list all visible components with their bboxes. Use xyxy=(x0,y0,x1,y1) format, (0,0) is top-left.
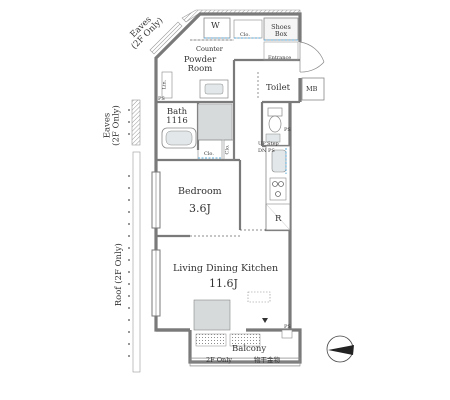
label-ldk: Living Dining Kitchen xyxy=(173,263,279,274)
mb-box xyxy=(301,77,325,101)
label-ps-bottom: PS xyxy=(284,324,291,330)
label-mb: MB xyxy=(306,85,318,93)
label-refrigerator: R xyxy=(275,214,282,224)
label-powder-room: Powder Room xyxy=(183,55,217,74)
label-clo-top: Clo. xyxy=(240,32,250,38)
label-ldk-size: 11.6J xyxy=(209,277,238,290)
label-bath: Bath 1116 xyxy=(166,107,188,126)
bedroom-closets xyxy=(197,139,235,161)
label-entrance: Entrance xyxy=(268,55,292,61)
label-storage: 物干金物 xyxy=(254,356,280,364)
label-bedroom-size: 3.6J xyxy=(189,202,211,215)
washer xyxy=(203,17,231,39)
powder-counter xyxy=(161,39,234,99)
entrance-door xyxy=(299,41,325,73)
toilet-fixture xyxy=(265,107,283,143)
label-dn-ps: DN PS xyxy=(258,148,275,154)
label-clo-bed: Clo. xyxy=(204,151,214,157)
label-bedroom: Bedroom xyxy=(178,186,222,197)
bathtub xyxy=(161,127,197,149)
label-toilet: Toilet xyxy=(266,83,291,93)
label-ps-right: PS xyxy=(284,127,291,133)
label-balcony: Balcony xyxy=(232,344,267,354)
label-ps-left: PS xyxy=(158,96,165,102)
label-2f-only: 2F Only xyxy=(206,356,232,364)
entrance-area xyxy=(233,17,299,61)
label-roof-left: Roof (2F Only) xyxy=(113,243,124,307)
label-shoes-box: Shoes Box xyxy=(271,23,291,38)
label-washer: W xyxy=(211,21,220,31)
balcony-railing xyxy=(189,357,301,367)
bath-floor xyxy=(197,103,233,141)
outer-walls xyxy=(154,12,302,364)
label-up-step: UP Step xyxy=(258,141,279,147)
roof-left-strip xyxy=(128,99,141,373)
kitchen-counter xyxy=(265,145,291,231)
balcony-ps xyxy=(281,329,293,339)
balcony-door xyxy=(193,299,268,347)
compass-icon xyxy=(326,335,354,363)
windows-left xyxy=(151,171,161,317)
label-lin: Lin. xyxy=(161,79,168,90)
label-clo-bed2: Clo. xyxy=(224,144,231,155)
label-eaves-left: Eaves (2F Only) xyxy=(102,105,122,146)
ldk-hatch-box xyxy=(247,291,271,303)
label-counter: Counter xyxy=(196,45,223,53)
